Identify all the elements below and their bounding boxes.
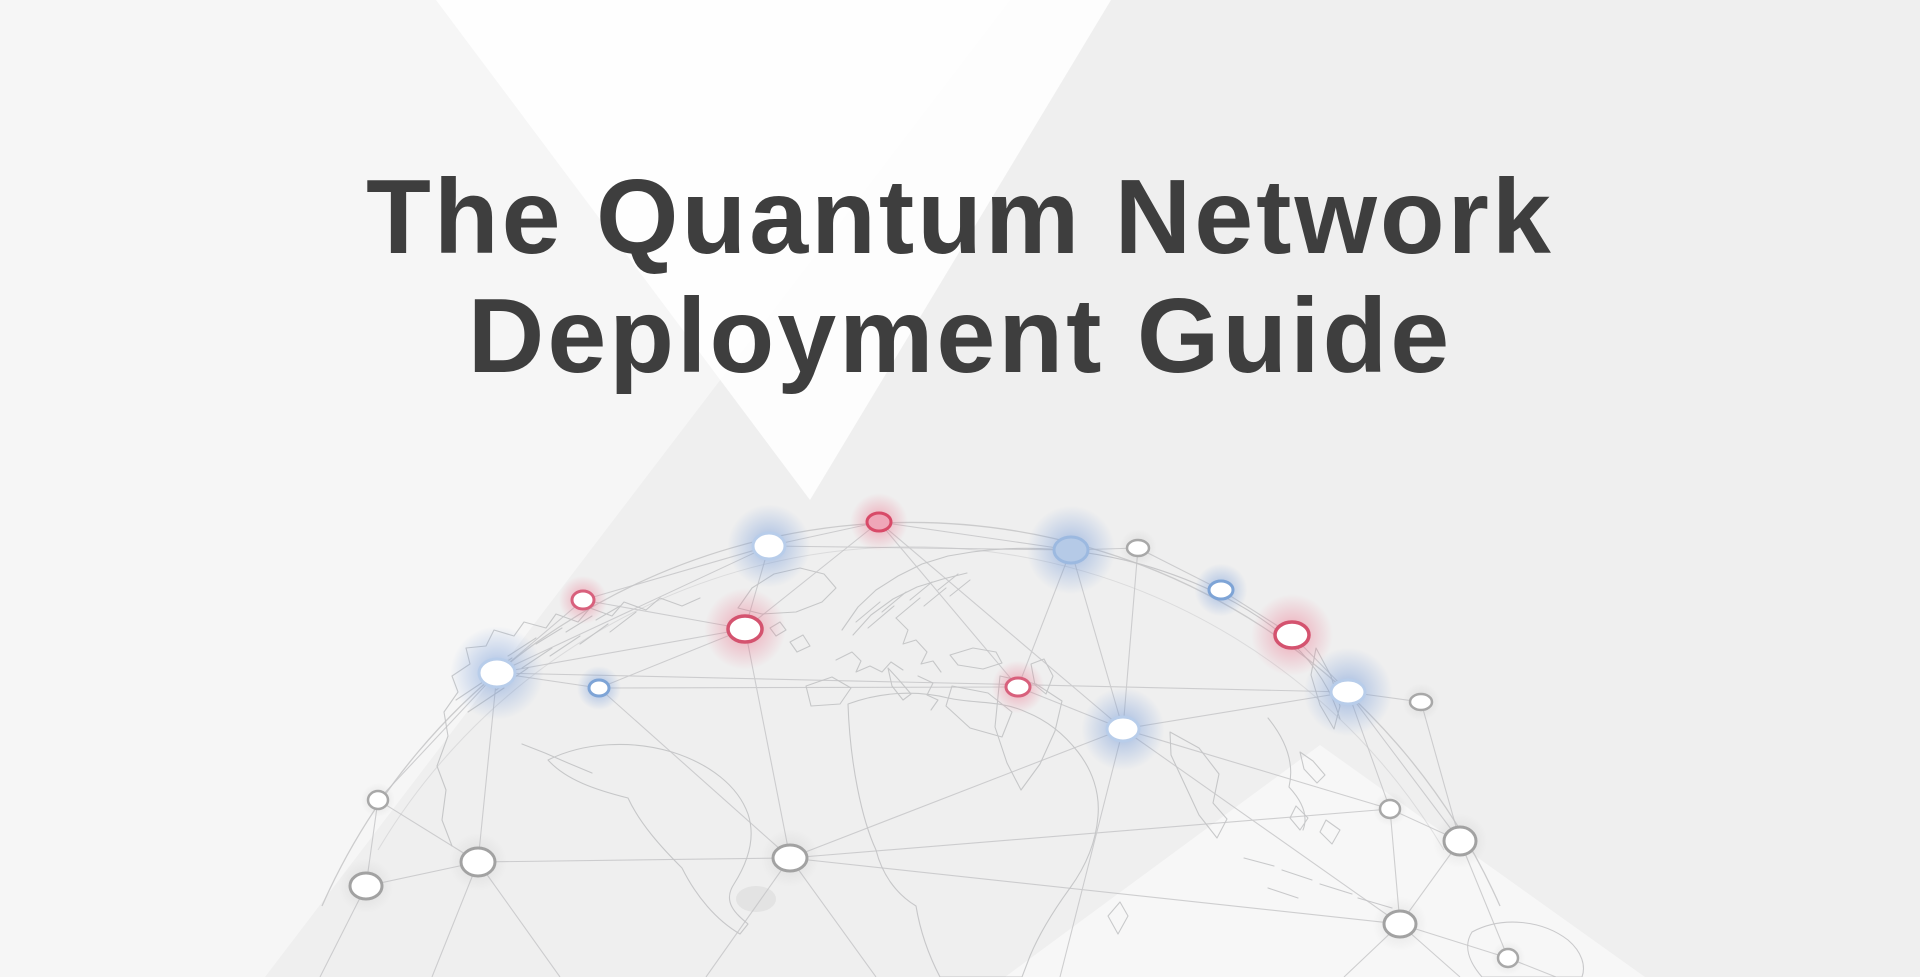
map-europe-coast bbox=[835, 651, 904, 673]
map-hatch-line bbox=[855, 601, 881, 623]
map-hatch-line bbox=[923, 587, 947, 607]
map-north-america-west-coast bbox=[436, 765, 453, 847]
network-node-n21 bbox=[1382, 909, 1418, 939]
network-node-n7 bbox=[570, 589, 596, 611]
map-baltic-coast bbox=[895, 617, 942, 673]
network-edge bbox=[789, 728, 1124, 859]
network-edge bbox=[598, 687, 791, 859]
background-wedge-top bbox=[436, 0, 1111, 500]
map-hatch-line bbox=[595, 605, 621, 621]
map-borneo-philippines bbox=[1289, 805, 1341, 845]
map-scandinavia-coast-a bbox=[841, 551, 973, 631]
map-arabia bbox=[945, 685, 1013, 738]
map-shadow-blob bbox=[736, 886, 776, 912]
map-hatch-line bbox=[609, 611, 637, 633]
map-australia bbox=[1467, 921, 1585, 977]
network-node-n3 bbox=[1052, 535, 1090, 565]
map-italy bbox=[887, 667, 912, 701]
network-edge-stub bbox=[1059, 728, 1124, 977]
network-node-n1 bbox=[751, 531, 787, 561]
map-hatch-line bbox=[949, 579, 971, 597]
network-edge bbox=[789, 808, 1391, 859]
map-hatch-line bbox=[579, 623, 609, 645]
network-edge bbox=[598, 686, 1019, 689]
network-node-n18 bbox=[771, 843, 809, 873]
map-japan bbox=[1299, 751, 1326, 784]
network-node-n8 bbox=[726, 614, 764, 644]
page-title-line-2: Deployment Guide bbox=[467, 276, 1453, 395]
map-africa bbox=[847, 692, 1099, 977]
network-node-n15 bbox=[366, 789, 390, 811]
map-hatch-line bbox=[937, 573, 959, 591]
network-node-n12 bbox=[1105, 715, 1141, 743]
network-node-n4 bbox=[1125, 538, 1151, 558]
map-hatch-line bbox=[909, 581, 933, 601]
page-title-line-1: The Quantum Network bbox=[366, 158, 1554, 276]
map-hatch-line bbox=[867, 605, 895, 629]
network-node-n10 bbox=[587, 678, 611, 698]
network-node-n5 bbox=[1207, 579, 1235, 601]
map-south-america bbox=[547, 743, 752, 935]
map-black-sea bbox=[949, 647, 1003, 670]
map-iberia bbox=[805, 676, 852, 707]
page-title: The Quantum Network Deployment Guide bbox=[0, 158, 1920, 395]
network-edge bbox=[878, 521, 1124, 730]
network-edge bbox=[878, 521, 1019, 688]
network-edge bbox=[1122, 728, 1391, 810]
network-node-n22 bbox=[1496, 947, 1520, 969]
network-node-n19 bbox=[1378, 798, 1402, 820]
network-node-n14 bbox=[1408, 692, 1434, 712]
map-balkans-greece bbox=[917, 675, 939, 711]
network-edge bbox=[768, 545, 1072, 551]
network-edge bbox=[477, 857, 791, 863]
network-node-n11 bbox=[1004, 676, 1032, 698]
network-node-n16 bbox=[459, 846, 497, 878]
map-british-isles bbox=[789, 634, 811, 653]
map-hatch-line bbox=[535, 627, 563, 645]
network-node-n2 bbox=[865, 511, 893, 533]
map-hatch-line bbox=[549, 635, 581, 657]
network-node-n20 bbox=[1442, 825, 1478, 857]
network-node-n9 bbox=[477, 657, 517, 689]
network-edge bbox=[1122, 728, 1401, 925]
network-node-n13 bbox=[1329, 678, 1367, 706]
network-node-n6 bbox=[1273, 620, 1311, 650]
map-hatch-line bbox=[881, 591, 907, 613]
map-indonesia bbox=[1243, 857, 1393, 909]
network-edge bbox=[496, 672, 1349, 693]
map-madagascar bbox=[1107, 901, 1129, 935]
map-hatch-line bbox=[895, 597, 921, 619]
network-edge bbox=[789, 857, 1401, 925]
map-india bbox=[994, 675, 1063, 791]
map-central-america bbox=[521, 743, 593, 774]
background-wedge-bottom-right bbox=[1005, 745, 1645, 977]
map-indochina bbox=[1169, 731, 1228, 839]
network-node-n17 bbox=[348, 871, 384, 901]
